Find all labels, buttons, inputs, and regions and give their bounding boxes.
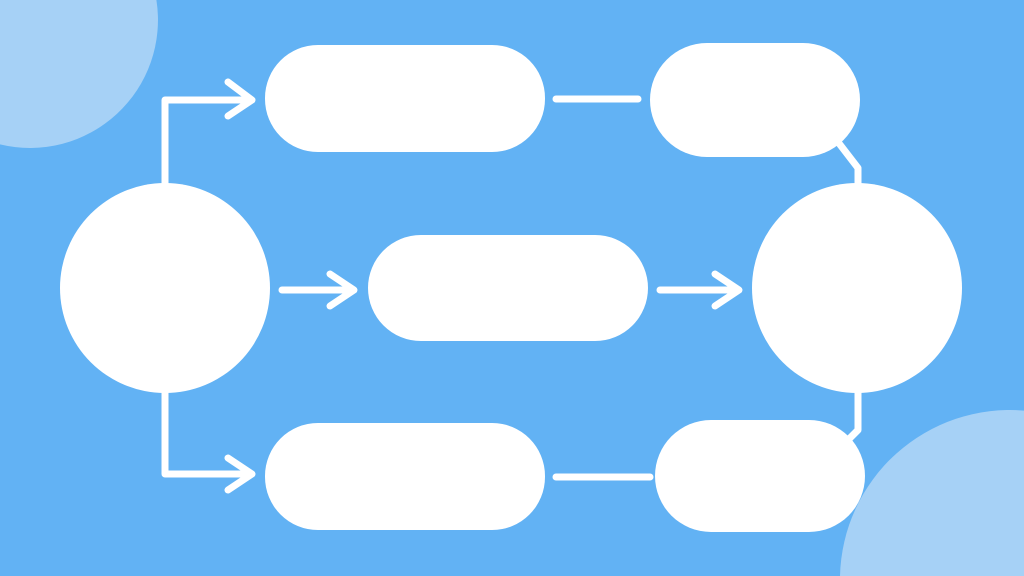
node-top-2 bbox=[650, 43, 860, 157]
node-start bbox=[60, 183, 270, 393]
edge-start-to-bottom-1 bbox=[161, 388, 254, 478]
edge-bottom-2-to-end bbox=[846, 386, 862, 442]
corner-decoration-bottom-right bbox=[840, 410, 1024, 576]
arrowhead-top-1-icon bbox=[224, 78, 256, 120]
node-middle bbox=[368, 235, 648, 341]
node-end bbox=[752, 183, 962, 393]
arrowhead-end-icon bbox=[711, 270, 743, 310]
corner-decoration-top-left bbox=[0, 0, 158, 148]
edge-start-to-top-1 bbox=[161, 96, 254, 189]
node-bottom-1 bbox=[265, 423, 545, 530]
arrowhead-middle-icon bbox=[326, 270, 358, 310]
edge-top-2-to-end bbox=[834, 138, 862, 194]
node-bottom-2 bbox=[655, 420, 865, 532]
node-top-1 bbox=[265, 45, 545, 152]
arrowhead-bottom-1-icon bbox=[224, 454, 256, 494]
